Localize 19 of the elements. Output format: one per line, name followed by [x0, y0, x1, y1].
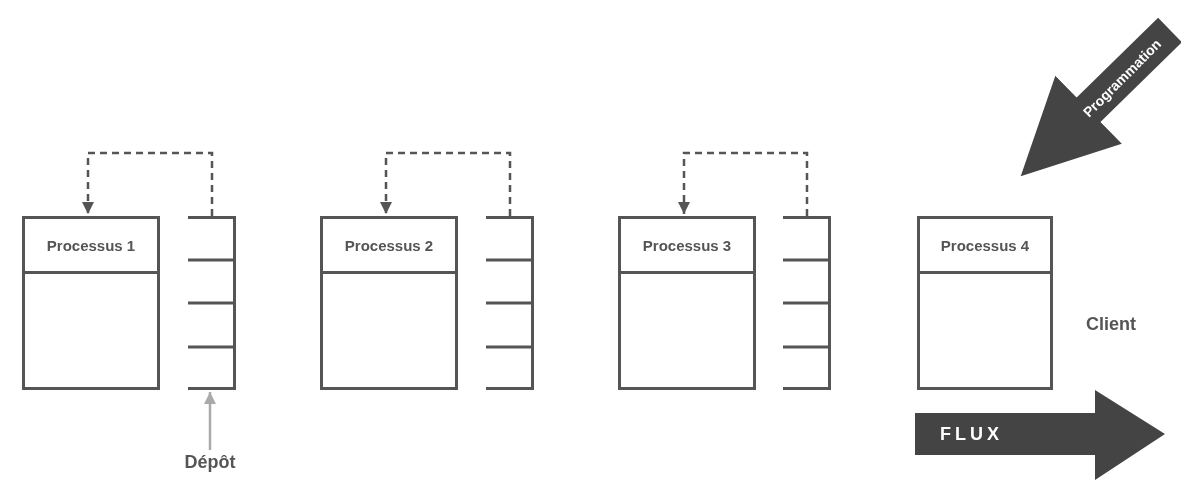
shelf-rack: [783, 216, 831, 390]
arrow: [204, 392, 216, 450]
arrow: [380, 151, 512, 216]
shelf-rack: [188, 216, 236, 390]
location-label: Dépôt: [170, 452, 250, 473]
block-arrow: [1020, 17, 1181, 177]
side-label: Client: [1086, 314, 1136, 335]
process-title: Processus 4: [939, 237, 1031, 253]
process-box: [320, 216, 458, 390]
arrow: [82, 151, 214, 216]
shelf-rack: [486, 216, 534, 390]
process-title: Processus 3: [641, 237, 733, 253]
process-box: [917, 216, 1053, 390]
arrow: [678, 151, 809, 216]
flow-label: FLUX: [940, 424, 1003, 445]
process-box: [22, 216, 160, 390]
process-box: [618, 216, 756, 390]
process-title: Processus 2: [343, 237, 435, 253]
process-title: Processus 1: [45, 237, 137, 253]
